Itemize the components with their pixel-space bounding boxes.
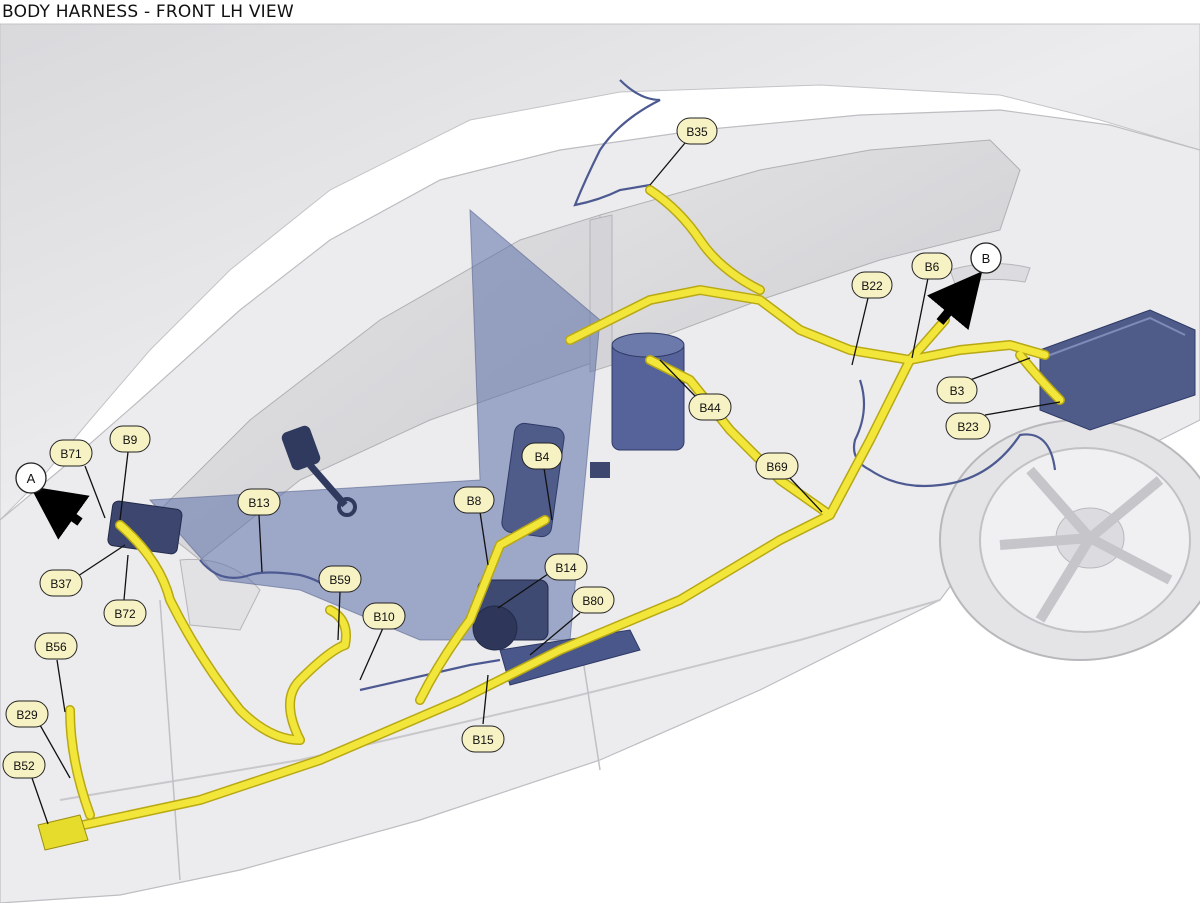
small-connector	[590, 462, 610, 478]
callout-b37: B37	[39, 569, 83, 597]
components	[107, 309, 1196, 686]
callout-b35: B35	[676, 117, 718, 145]
leader-lines	[31, 142, 1061, 825]
diagram-title: BODY HARNESS - FRONT LH VIEW	[2, 2, 294, 22]
b3-module	[1039, 309, 1196, 431]
svg-text:B80: B80	[582, 594, 604, 608]
callout-b14: B14	[544, 553, 588, 581]
svg-text:B56: B56	[45, 640, 67, 654]
svg-text:B71: B71	[60, 447, 82, 461]
callout-b8: B8	[453, 486, 495, 514]
svg-text:B72: B72	[114, 607, 136, 621]
svg-text:B23: B23	[957, 420, 979, 434]
svg-text:A: A	[27, 471, 36, 486]
callout-b69: B69	[755, 452, 799, 480]
svg-text:B3: B3	[950, 384, 965, 398]
callout-b80: B80	[571, 586, 615, 614]
view-b-marker: B	[970, 242, 1002, 274]
svg-text:B69: B69	[766, 460, 788, 474]
svg-text:B29: B29	[16, 708, 38, 722]
svg-text:B4: B4	[535, 450, 550, 464]
callout-b52: B52	[2, 751, 46, 779]
svg-text:B52: B52	[13, 759, 35, 773]
svg-text:B59: B59	[329, 573, 351, 587]
callout-b44: B44	[688, 393, 732, 421]
callout-b15: B15	[461, 725, 505, 753]
callout-b59: B59	[318, 565, 362, 593]
callout-b6: B6	[911, 252, 953, 280]
svg-text:B22: B22	[861, 279, 883, 293]
callout-b22: B22	[851, 271, 893, 299]
main-harness	[37, 185, 1065, 851]
arrows	[30, 271, 983, 540]
svg-text:B10: B10	[373, 610, 395, 624]
callout-b10: B10	[362, 602, 406, 630]
svg-text:B44: B44	[699, 401, 721, 415]
b14-motor	[472, 579, 549, 651]
svg-text:B15: B15	[472, 733, 494, 747]
b44-module	[611, 332, 685, 451]
rear-wheel	[939, 419, 1200, 661]
callout-b56: B56	[34, 632, 78, 660]
seatbelt-buckle	[281, 425, 357, 517]
callout-b3: B3	[936, 376, 978, 404]
thin-wires	[199, 79, 1057, 692]
callout-b72: B72	[103, 599, 147, 627]
callout-b13: B13	[237, 488, 281, 516]
callout-b4: B4	[521, 442, 563, 470]
svg-text:B9: B9	[123, 433, 138, 447]
svg-text:B35: B35	[686, 125, 708, 139]
view-a-marker: A	[15, 462, 47, 494]
callout-b23: B23	[945, 412, 991, 440]
svg-text:B13: B13	[248, 496, 270, 510]
svg-text:B: B	[982, 251, 991, 266]
callout-b71: B71	[49, 439, 93, 467]
svg-text:B6: B6	[925, 260, 940, 274]
svg-text:B37: B37	[50, 577, 72, 591]
callout-b29: B29	[5, 700, 49, 728]
svg-text:B14: B14	[555, 561, 577, 575]
callout-b9: B9	[109, 425, 151, 453]
svg-text:B8: B8	[467, 494, 482, 508]
